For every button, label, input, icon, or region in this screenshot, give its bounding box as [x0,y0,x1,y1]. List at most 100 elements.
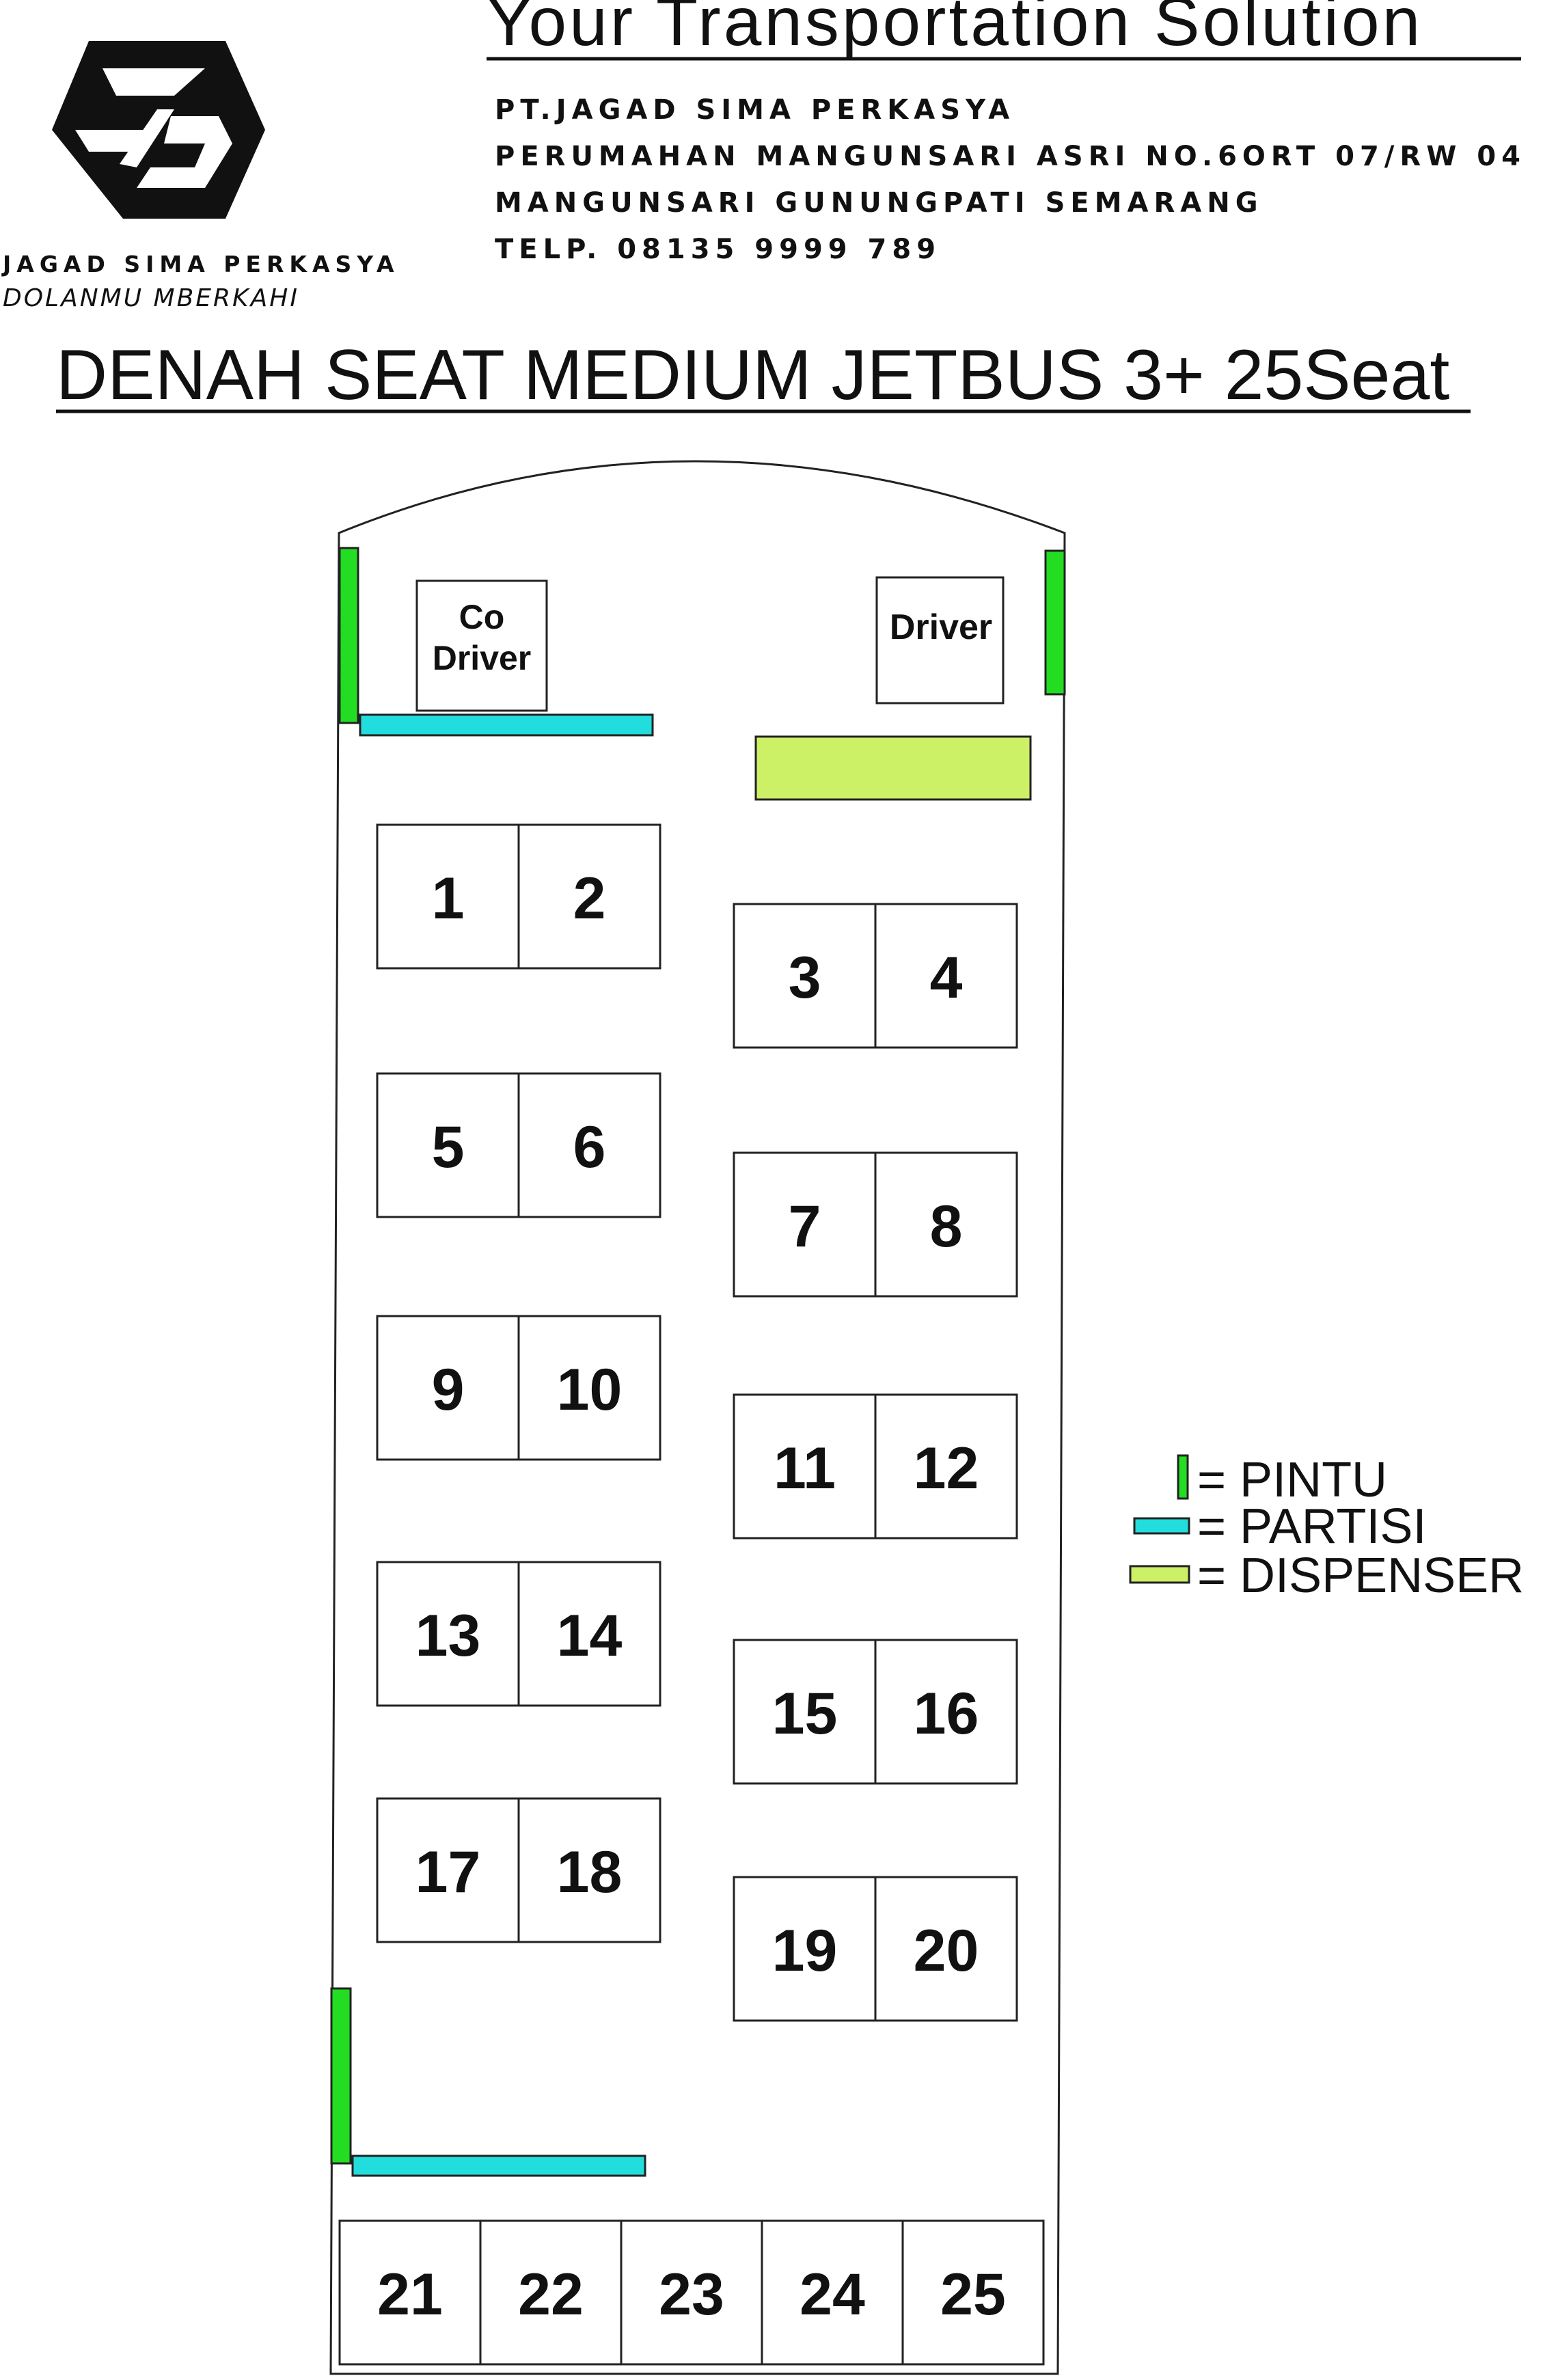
dispenser [754,735,1032,801]
seat-15: 15 [733,1639,877,1785]
legend-swatch-partisi [1133,1517,1190,1535]
seat-number: 5 [432,1114,465,1180]
company-line-2: PERUMAHAN MANGUNSARI ASRI NO.6ORT 07/RW … [495,141,1526,172]
legend-swatch-pintu [1177,1454,1189,1500]
seat-number: 16 [914,1681,979,1747]
seat-box [338,2219,482,2366]
seat-3: 3 [733,903,877,1049]
seat-number: 6 [573,1114,606,1180]
seat-number: 7 [789,1194,821,1259]
seat-number: 2 [573,866,606,931]
seat-number: 18 [557,1839,623,1905]
seat-box [874,903,1018,1049]
seat-10: 10 [517,1315,661,1461]
seat-number: 4 [930,945,963,1011]
seat-11: 11 [733,1393,877,1540]
seat-box [376,823,520,970]
seat-box [376,1072,520,1218]
company-line-1: PT.JAGAD SIMA PERKASYA [495,94,1015,126]
seat-number: 19 [772,1918,838,1984]
seat-number: 17 [415,1839,481,1905]
seat-14: 14 [517,1561,661,1707]
seat-number: 12 [914,1436,979,1501]
front-partition [359,713,654,737]
driver-seat: Driver [875,576,1005,705]
seat-box [761,2219,904,2366]
seat-box [874,1151,1018,1298]
seat-number: 20 [914,1918,979,1984]
seat-box [376,1315,520,1461]
seat-number: 25 [940,2262,1006,2327]
seat-box [517,1797,661,1943]
seat-number: 10 [557,1357,623,1423]
seat-22: 22 [479,2219,623,2366]
legend: = PINTU = PARTISI = DISPENSER [1129,1453,1524,1603]
seat-number: 24 [800,2262,865,2327]
co-driver-label-line1: Co [459,598,505,636]
seat-19: 19 [733,1876,877,2022]
bus-body-outline [329,460,1066,2375]
seat-25: 25 [901,2219,1045,2366]
seat-box [620,2219,763,2366]
seat-number: 9 [432,1357,465,1423]
seat-box [517,1315,661,1461]
seat-number: 3 [789,945,821,1011]
seat-number: 23 [659,2262,724,2327]
front-door-right [1044,549,1066,696]
driver-label: Driver [890,607,992,647]
seat-8: 8 [874,1151,1018,1298]
seat-20: 20 [874,1876,1018,2022]
seat-number: 15 [772,1681,838,1747]
seat-box [874,1876,1018,2022]
logo-slogan: DOLANMU MBERKAHI [3,284,299,312]
legend-label-pintu: = PINTU [1197,1453,1387,1507]
seat-number: 13 [415,1603,481,1669]
seat-9: 9 [376,1315,520,1461]
seat-number: 14 [557,1603,623,1669]
company-line-3: MANGUNSARI GUNUNGPATI SEMARANG [495,187,1264,219]
co-driver-label-line2: Driver [433,639,532,677]
seat-number: 21 [377,2262,443,2327]
seat-18: 18 [517,1797,661,1943]
seat-21: 21 [338,2219,482,2366]
seat-number: 22 [518,2262,584,2327]
seat-box [733,1639,877,1785]
seat-box [517,1561,661,1707]
seat-box [874,1639,1018,1785]
co-driver-seat: Co Driver [415,579,548,712]
seat-23: 23 [620,2219,763,2366]
seat-2: 2 [517,823,661,970]
legend-swatch-dispenser [1129,1565,1190,1584]
layout-title: DENAH SEAT MEDIUM JETBUS 3+ 25Seat [56,336,1449,415]
seat-box [376,1797,520,1943]
legend-label-dispenser: = DISPENSER [1197,1548,1524,1603]
seat-box [517,823,661,970]
seat-6: 6 [517,1072,661,1218]
seat-box [733,1151,877,1298]
front-door-left [338,547,359,724]
company-logo [52,41,265,219]
logo-name: JAGAD SIMA PERKASYA [1,251,400,277]
rear-door-left [330,1987,352,2165]
seat-number: 11 [774,1436,836,1501]
seat-number: 1 [432,866,465,931]
rear-partition [351,2155,646,2177]
seat-box [479,2219,623,2366]
seat-24: 24 [761,2219,904,2366]
company-line-4: TELP. 08135 9999 789 [495,234,941,265]
seat-12: 12 [874,1393,1018,1540]
seat-box [376,1561,520,1707]
seat-13: 13 [376,1561,520,1707]
seat-box [874,1393,1018,1540]
seat-number: 8 [930,1194,963,1259]
seat-box [517,1072,661,1218]
seat-17: 17 [376,1797,520,1943]
seat-1: 1 [376,823,520,970]
legend-label-partisi: = PARTISI [1197,1499,1426,1554]
seat-5: 5 [376,1072,520,1218]
seat-7: 7 [733,1151,877,1298]
seat-4: 4 [874,903,1018,1049]
seat-box [733,1393,877,1540]
seat-16: 16 [874,1639,1018,1785]
